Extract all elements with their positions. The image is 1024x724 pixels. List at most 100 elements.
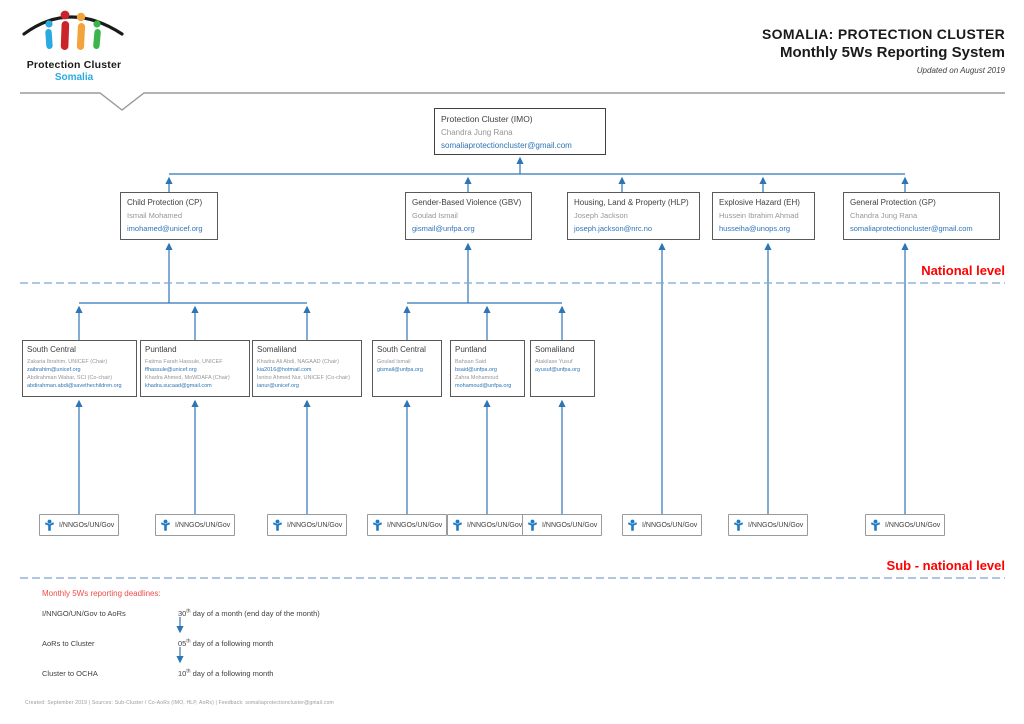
imo-email-link[interactable]: somaliaprotectioncluster@gmail.com — [441, 141, 572, 150]
partner-box: I/NNGOs/UN/Gov — [622, 514, 702, 536]
partners-icon — [372, 519, 383, 531]
imo-title: Protection Cluster (IMO) — [441, 114, 533, 124]
aor-email-link[interactable]: somaliaprotectioncluster@gmail.com — [850, 224, 973, 233]
contact-email-link[interactable]: kia2016@hotmail.com — [257, 366, 312, 373]
imo-box: Protection Cluster (IMO) Chandra Jung Ra… — [434, 108, 606, 155]
partners-icon — [527, 519, 538, 531]
deadline-value: 10th day of a following month — [178, 668, 274, 678]
partner-box-label: I/NNGOs/UN/Gov — [542, 521, 598, 529]
aor-box-hlp: Housing, Land & Property (HLP) Joseph Ja… — [567, 192, 700, 240]
region-title: Somaliland — [535, 345, 575, 354]
contact-name: Zakaria Ibrahim, UNICEF (Chair) — [27, 359, 108, 365]
partners-icon — [44, 519, 55, 531]
aor-email-link[interactable]: joseph.jackson@nrc.no — [574, 224, 653, 233]
contact-email-link[interactable]: ianur@unicef.org — [257, 382, 299, 389]
deadline-row: AoRs to Cluster 05th day of a following m… — [42, 638, 542, 648]
partner-box-label: I/NNGOs/UN/Gov — [287, 521, 343, 529]
aor-email-link[interactable]: gismail@unfpa.org — [412, 224, 475, 233]
region-box-cp-somaliland: Somaliland Khadra Ali Abdi, NAGAAD (Chai… — [252, 340, 362, 397]
contact-name: Bahsan Said — [455, 359, 487, 365]
partner-box-label: I/NNGOs/UN/Gov — [885, 521, 941, 529]
page-header: SOMALIA: PROTECTION CLUSTER Monthly 5Ws … — [762, 26, 1005, 75]
partner-box-label: I/NNGOs/UN/Gov — [748, 521, 804, 529]
partner-box: I/NNGOs/UN/Gov — [728, 514, 808, 536]
region-box-cp-puntland: Puntland Fatima Farah Hassule, UNICEF ff… — [140, 340, 250, 397]
aor-box-eh: Explosive Hazard (EH) Hussein Ibrahim Ah… — [712, 192, 815, 240]
protection-cluster-logo-icon — [22, 10, 124, 50]
aor-box-gp: General Protection (GP) Chandra Jung Ran… — [843, 192, 1000, 240]
partners-icon — [452, 519, 463, 531]
partner-box-label: I/NNGOs/UN/Gov — [387, 521, 443, 529]
partner-box-label: I/NNGOs/UN/Gov — [175, 521, 231, 529]
region-box-gbv-somaliland: Somaliland Atakilase Yusuf ayusuf@unfpa.… — [530, 340, 595, 397]
contact-name: Atakilase Yusuf — [535, 359, 573, 365]
contact-name: Zahra Mohamoud — [455, 375, 499, 381]
contact-name: Isnino Ahmed Nur, UNICEF (Co-chair) — [257, 375, 350, 381]
region-title: South Central — [377, 345, 426, 354]
partners-icon — [733, 519, 744, 531]
contact-email-link[interactable]: zaibrahim@unicef.org — [27, 366, 81, 373]
partner-box-label: I/NNGOs/UN/Gov — [467, 521, 523, 529]
contact-name: Abdirahman Wabar, SCI (Co-chair) — [27, 375, 113, 381]
contact-email-link[interactable]: abdirahman.abdi@savethechildren.org — [27, 382, 122, 389]
contact-name: Goulad Ismail — [377, 359, 411, 365]
page-title: SOMALIA: PROTECTION CLUSTER — [762, 26, 1005, 42]
aor-email-link[interactable]: imohamed@unicef.org — [127, 224, 203, 233]
aor-contact-name: Ismail Mohamed — [127, 211, 183, 220]
partner-box: I/NNGOs/UN/Gov — [267, 514, 347, 536]
updated-date: Updated on August 2019 — [916, 66, 1005, 75]
deadline-row: I/NNGO/UN/Gov to AoRs 30th day of a month… — [42, 608, 542, 618]
deadlines-title: Monthly 5Ws reporting deadlines: — [42, 589, 161, 598]
aor-title: General Protection (GP) — [850, 198, 936, 207]
contact-email-link[interactable]: khadra.sucaad@gmail.com — [145, 382, 212, 389]
partners-icon — [870, 519, 881, 531]
contact-email-link[interactable]: mohamoud@unfpa.org — [455, 382, 512, 389]
partners-icon — [160, 519, 171, 531]
page-subtitle: Monthly 5Ws Reporting System — [779, 44, 1005, 61]
deadline-from: I/NNGO/UN/Gov to AoRs — [42, 608, 126, 618]
aor-box-cp: Child Protection (CP) Ismail Mohamed imo… — [120, 192, 218, 240]
aor-email-link[interactable]: husseiha@unops.org — [719, 224, 790, 233]
contact-name: Khadra Ahmed, MoWDAFA (Chair) — [145, 375, 230, 381]
protection-cluster-logo: Protection Cluster Somalia — [20, 6, 150, 83]
partner-box: I/NNGOs/UN/Gov — [155, 514, 235, 536]
sub-national-level-label: Sub - national level — [886, 558, 1005, 573]
contact-email-link[interactable]: ffhassule@unicef.org — [145, 366, 197, 373]
aor-title: Explosive Hazard (EH) — [719, 198, 800, 207]
partner-box: I/NNGOs/UN/Gov — [39, 514, 119, 536]
region-title: Puntland — [145, 345, 177, 354]
region-title: Somaliland — [257, 345, 297, 354]
partner-box: I/NNGOs/UN/Gov — [865, 514, 945, 536]
contact-email-link[interactable]: ayusuf@unfpa.org — [535, 366, 581, 373]
contact-email-link[interactable]: gismail@unfpa.org — [377, 366, 423, 373]
region-box-gbv-south-central: South Central Goulad Ismail gismail@unfp… — [372, 340, 442, 397]
deadline-value: 30th day of a month (end day of the mont… — [178, 608, 320, 618]
partners-icon — [627, 519, 638, 531]
partner-box-label: I/NNGOs/UN/Gov — [59, 521, 115, 529]
imo-contact-name: Chandra Jung Rana — [441, 128, 513, 137]
deadline-from: AoRs to Cluster — [42, 638, 95, 648]
contact-name: Fatima Farah Hassule, UNICEF — [145, 359, 223, 365]
deadline-value: 05th day of a following month — [178, 638, 274, 648]
aor-contact-name: Hussein Ibrahim Ahmad — [719, 211, 799, 220]
aor-title: Gender-Based Violence (GBV) — [412, 198, 522, 207]
aor-contact-name: Chandra Jung Rana — [850, 211, 918, 220]
aor-title: Housing, Land & Property (HLP) — [574, 198, 689, 207]
contact-name: Khadra Ali Abdi, NAGAAD (Chair) — [257, 359, 339, 365]
aor-title: Child Protection (CP) — [127, 198, 203, 207]
deadline-row: Cluster to OCHA 10th day of a following m… — [42, 668, 542, 678]
contact-email-link[interactable]: bsaid@unfpa.org — [455, 366, 497, 373]
logo-title: Protection Cluster — [26, 59, 122, 71]
aor-contact-name: Joseph Jackson — [574, 211, 628, 220]
region-box-cp-south-central: South Central Zakaria Ibrahim, UNICEF (C… — [22, 340, 137, 397]
footer-note: Created: September 2019 | Sources: Sub-C… — [25, 700, 334, 706]
deadline-from: Cluster to OCHA — [42, 668, 98, 678]
partner-box: I/NNGOs/UN/Gov — [367, 514, 447, 536]
region-title: South Central — [27, 345, 76, 354]
region-title: Puntland — [455, 345, 487, 354]
region-box-gbv-puntland: Puntland Bahsan Said bsaid@unfpa.org Zah… — [450, 340, 525, 397]
national-level-label: National level — [921, 263, 1005, 278]
partner-box: I/NNGOs/UN/Gov — [447, 514, 527, 536]
logo-subtitle: Somalia — [54, 72, 94, 83]
